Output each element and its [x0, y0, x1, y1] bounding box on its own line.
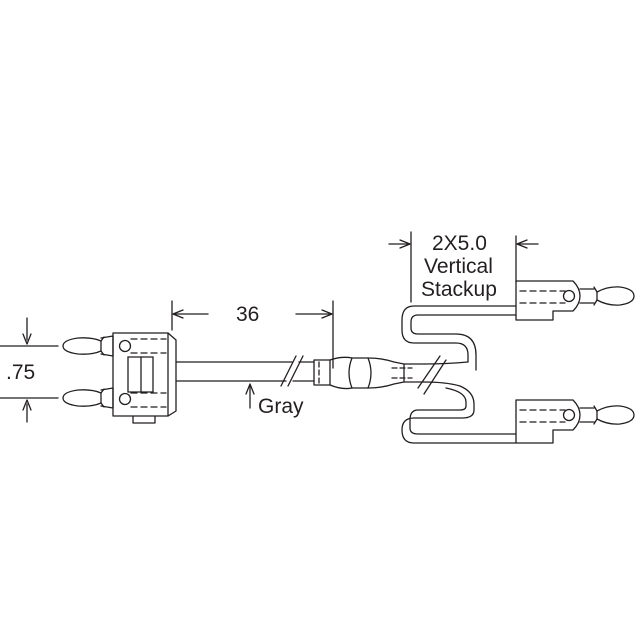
split-lead-slash	[417, 355, 441, 389]
spacing-dimension	[0, 317, 59, 423]
arrow-head-right	[321, 309, 333, 319]
spacing-dimension-label: .75	[6, 361, 35, 384]
lower-plug-screw	[562, 408, 576, 422]
stackup-arrow-right-head	[516, 239, 528, 249]
upper-plug-screw	[562, 289, 576, 303]
stackup-dimension	[388, 231, 539, 303]
upper-plug-body	[515, 280, 581, 321]
hidden-pin-lower	[130, 392, 167, 408]
splitter-collar	[313, 359, 331, 386]
upper-output-lead	[401, 305, 517, 371]
callout-arrow-head	[245, 383, 255, 395]
upper-banana-plug	[515, 280, 635, 321]
arrow-head-bottom	[22, 399, 32, 411]
splitter-groove	[367, 357, 372, 389]
cable-break-left	[280, 355, 297, 387]
splitter-body	[329, 356, 405, 390]
dual-banana-plug	[62, 332, 177, 424]
cable-color-callout	[245, 383, 255, 409]
lower-banana-plug	[515, 399, 635, 444]
cable-break-right	[287, 355, 304, 387]
arrow-head-left	[172, 309, 184, 319]
lower-plug-shank	[579, 407, 595, 423]
splitter-junction	[313, 355, 447, 395]
cable-color-label: Gray	[258, 395, 304, 418]
stackup-arrow-left-head	[399, 239, 411, 249]
length-dimension-label: 36	[236, 303, 259, 326]
split-lead-outline	[403, 363, 425, 383]
lower-banana-tip	[62, 388, 105, 408]
upper-lead-outer	[401, 305, 517, 363]
lower-lead-inner	[409, 387, 517, 435]
upper-plug-hidden	[519, 290, 566, 304]
stackup-label-line2: Vertical	[424, 255, 493, 278]
screw-head-lower	[118, 392, 132, 406]
upper-banana-tip	[62, 336, 105, 356]
upper-lead-merge	[423, 361, 469, 365]
hidden-pin-upper	[130, 338, 167, 354]
splitter-groove	[348, 357, 353, 389]
main-cable	[175, 355, 315, 387]
lower-plug-hidden	[519, 409, 566, 423]
stackup-label-line3: Stackup	[421, 278, 497, 301]
screw-head-upper	[118, 339, 132, 353]
plug-body-tab	[132, 415, 156, 424]
lower-plug-body	[515, 399, 581, 444]
arrow-head-top	[22, 333, 32, 345]
splitter-hidden-line	[391, 367, 413, 379]
split-lead-slash	[423, 359, 447, 395]
upper-plug-shank	[579, 288, 595, 304]
lower-output-lead	[401, 381, 517, 444]
upper-plug-tip	[593, 286, 635, 306]
lower-plug-tip	[593, 405, 635, 425]
stackup-label-line1: 2X5.0	[432, 232, 487, 255]
upper-lead-inner	[410, 314, 517, 371]
length-dimension	[171, 300, 334, 369]
lower-lead-outer	[401, 381, 517, 444]
